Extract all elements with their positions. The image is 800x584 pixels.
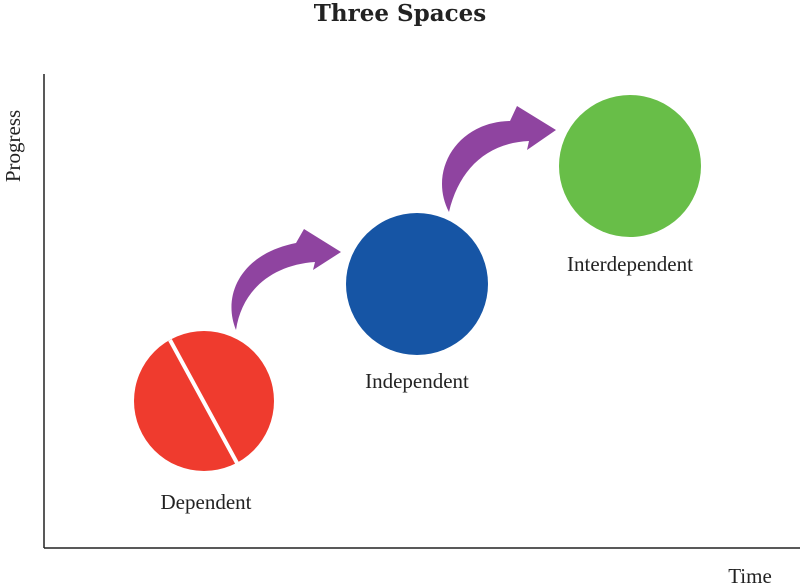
interdependent-label: Interdependent	[567, 252, 693, 276]
dependent-split-line	[168, 339, 239, 464]
dependent-node	[134, 331, 274, 471]
x-axis-label: Time	[728, 564, 772, 584]
y-axis-label: Progress	[1, 110, 25, 182]
arrow-independent-to-interdependent	[442, 106, 556, 212]
dependent-label: Dependent	[161, 490, 252, 514]
independent-circle	[346, 213, 488, 355]
diagram-title: Three Spaces	[313, 0, 487, 27]
arrow-dependent-to-independent	[231, 229, 341, 330]
independent-label: Independent	[365, 369, 469, 393]
interdependent-circle	[559, 95, 701, 237]
